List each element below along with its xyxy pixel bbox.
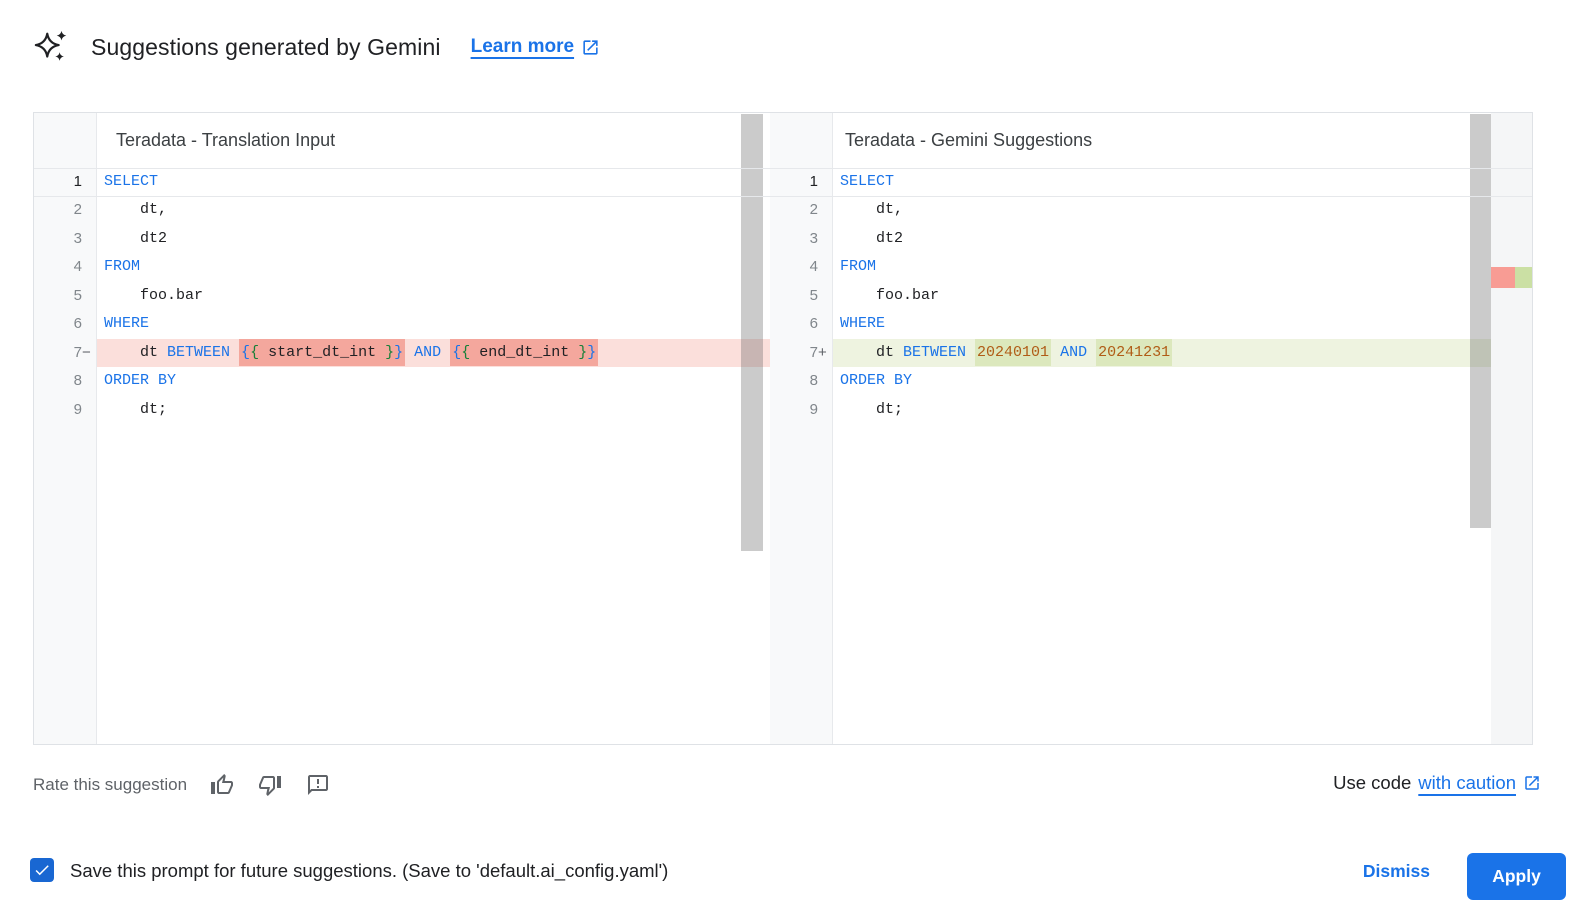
rate-label: Rate this suggestion [33, 775, 188, 794]
learn-more-link[interactable]: Learn more [471, 36, 600, 58]
learn-more-label: Learn more [470, 36, 575, 57]
header-divider [770, 168, 1532, 169]
apply-button[interactable]: Apply [1467, 853, 1566, 900]
use-code-caution: Use code with caution [1333, 772, 1541, 794]
code-line-5: 5 foo.bar [809, 286, 940, 304]
feedback-button[interactable] [305, 772, 331, 798]
open-in-new-icon [1525, 776, 1539, 790]
use-code-text: Use code [1333, 772, 1412, 793]
editor-left-title: Teradata - Translation Input [34, 113, 770, 168]
dismiss-button[interactable]: Dismiss [1362, 860, 1430, 881]
editor-left-title-label: Teradata - Translation Input [116, 130, 336, 150]
scrollbar-right [1470, 114, 1491, 743]
overview-removed-marker [1491, 267, 1515, 288]
code-line-7: 7+ dt BETWEEN 20240101 AND 20241231 [770, 338, 1532, 368]
checkmark-icon [35, 865, 49, 876]
code-line-2: 2 dt, [73, 201, 168, 219]
thumb-down-icon [259, 776, 282, 796]
scrollbar-thumb[interactable] [1470, 114, 1491, 528]
overview-added-marker [1515, 267, 1532, 288]
code-line-7: 7− dt BETWEEN {{ start_dt_int }} AND {{ … [34, 338, 770, 368]
gemini-sparkle-icon [34, 30, 67, 61]
line-number-gutter [34, 113, 97, 744]
editor-right-title: Teradata - Gemini Suggestions [770, 113, 1532, 168]
first-line-divider [34, 196, 770, 197]
diff-overview-ruler[interactable] [1491, 113, 1532, 744]
with-caution-link[interactable]: with caution [1418, 772, 1516, 793]
rate-suggestion-row: Rate this suggestion [33, 770, 331, 800]
thumb-down-button[interactable] [257, 772, 283, 798]
scrollbar-left [741, 114, 763, 743]
code-line-9: 9 dt; [73, 400, 168, 418]
panel-header: Suggestions generated by Gemini Learn mo… [33, 24, 600, 70]
code-line-3: 3 dt2 [809, 229, 904, 247]
thumb-up-button[interactable] [209, 772, 235, 798]
save-prompt-label: Save this prompt for future suggestions.… [70, 860, 669, 881]
first-line-divider [770, 196, 1532, 197]
thumb-up-icon [211, 774, 234, 794]
code-line-9: 9 dt; [809, 400, 904, 418]
feedback-icon [308, 775, 329, 795]
scrollbar-thumb[interactable] [741, 114, 763, 551]
header-divider [34, 168, 770, 169]
code-line-5: 5 foo.bar [73, 286, 204, 304]
code-line-2: 2 dt, [809, 201, 904, 219]
code-line-3: 3 dt2 [73, 229, 168, 247]
line-number-gutter [770, 113, 833, 744]
page-title: Suggestions generated by Gemini [91, 33, 441, 60]
save-prompt-checkbox[interactable] [30, 858, 54, 882]
open-in-new-icon [583, 39, 598, 55]
editor-right-title-label: Teradata - Gemini Suggestions [845, 130, 1093, 150]
